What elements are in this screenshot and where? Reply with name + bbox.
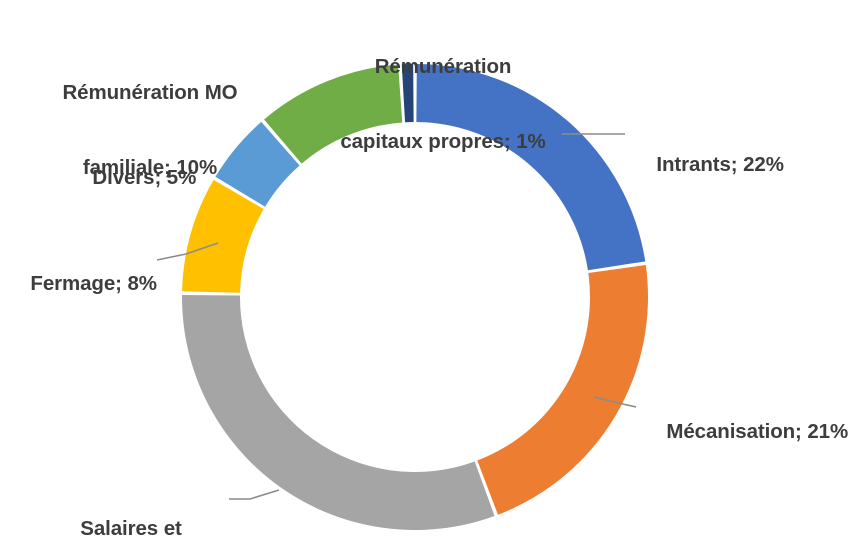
- leader-line-fermage: [156, 242, 219, 261]
- slice-label-salaires-line-1: Salaires et: [80, 517, 182, 540]
- slice-label-intrants: Intrants; 22%: [634, 127, 784, 202]
- slice-label-remuneration-capitaux-propres: Rémunération capitaux propres; 1%: [327, 4, 559, 204]
- pie-slice[interactable]: [182, 295, 495, 530]
- slice-label-intrants-text: Intrants; 22%: [656, 153, 784, 176]
- slice-label-divers-text: Divers; 5%: [92, 166, 197, 189]
- slice-label-mo-familiale-line-2: familiale; 10%: [82, 156, 218, 179]
- pie-slice[interactable]: [416, 64, 646, 271]
- slice-label-mo-familiale-line-1: Rémunération MO: [62, 81, 238, 104]
- leader-line-salaires: [229, 489, 280, 500]
- slice-label-divers: Divers; 5%: [70, 140, 196, 215]
- pie-slice[interactable]: [182, 179, 264, 293]
- slice-label-fermage: Fermage; 8%: [8, 246, 157, 321]
- slice-label-mecanisation-text: Mécanisation; 21%: [666, 420, 849, 443]
- slice-label-mecanisation: Mécanisation; 21%: [644, 394, 848, 469]
- pie-slice[interactable]: [264, 64, 403, 164]
- slice-label-capitaux-line-1: Rémunération: [374, 55, 512, 78]
- slice-label-capitaux-line-2: capitaux propres; 1%: [340, 130, 546, 153]
- pie-slice[interactable]: [215, 121, 300, 207]
- slice-label-salaires-et-cotisations: Salaires et cotisations; 30%: [31, 466, 231, 545]
- slice-label-remuneration-mo-familiale: Rémunération MO familiale; 10%: [44, 30, 256, 230]
- leader-lines: [156, 133, 637, 500]
- pie-slice[interactable]: [477, 264, 648, 515]
- chart-slices: [182, 64, 648, 530]
- pie-slice[interactable]: [401, 64, 414, 123]
- leader-line-mecanisation: [593, 396, 637, 408]
- slice-label-fermage-text: Fermage; 8%: [30, 272, 157, 295]
